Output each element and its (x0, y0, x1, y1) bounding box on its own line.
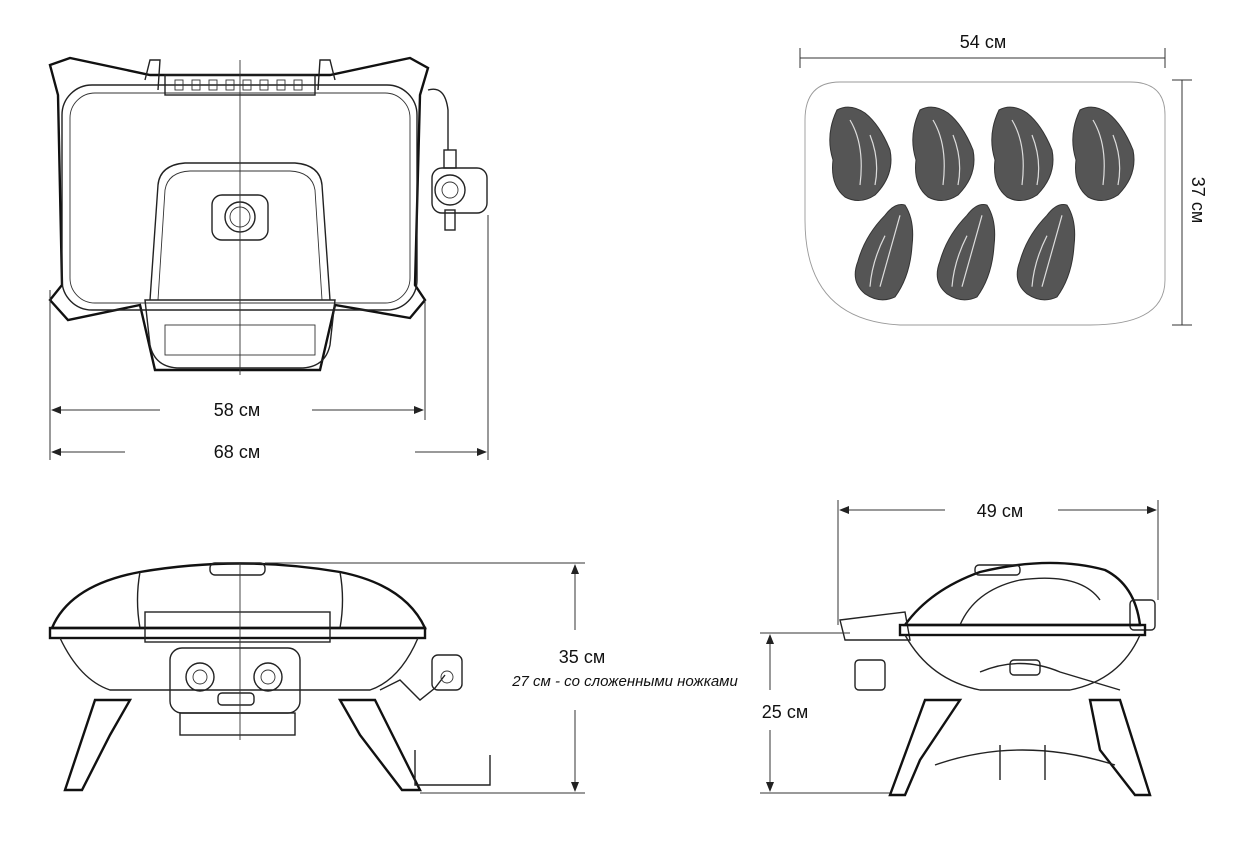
folded-height-label: 27 см - со сложенными ножками (511, 673, 738, 690)
steak-icon (936, 204, 996, 301)
cooking-width-label: 54 см (960, 32, 1006, 52)
cooking-depth-label: 37 см (1188, 177, 1208, 223)
steak-icons (829, 106, 1135, 301)
grill-top-view (48, 56, 488, 375)
steak-icon (829, 106, 892, 201)
steak-icon (912, 106, 975, 201)
side-view-dimensions: 49 см 25 см (760, 500, 1159, 794)
steak-icon (1072, 106, 1135, 201)
front-view-dimensions: 35 см 27 см - со сложенными ножками (265, 562, 738, 794)
steak-icon (991, 106, 1054, 201)
cooking-area-view: 54 см 37 см (799, 32, 1208, 326)
side-depth-label: 49 см (977, 501, 1023, 521)
top-view-dimensions: 58 см 68 см (49, 215, 489, 462)
inner-width-label: 58 см (214, 400, 260, 420)
steak-icon (1016, 204, 1076, 301)
table-height-label: 25 см (762, 702, 808, 722)
outer-width-label: 68 см (214, 442, 260, 462)
grill-front-view (48, 562, 491, 792)
height-label: 35 см (559, 647, 605, 667)
grill-side-view (839, 561, 1156, 797)
steak-icon (854, 204, 914, 301)
